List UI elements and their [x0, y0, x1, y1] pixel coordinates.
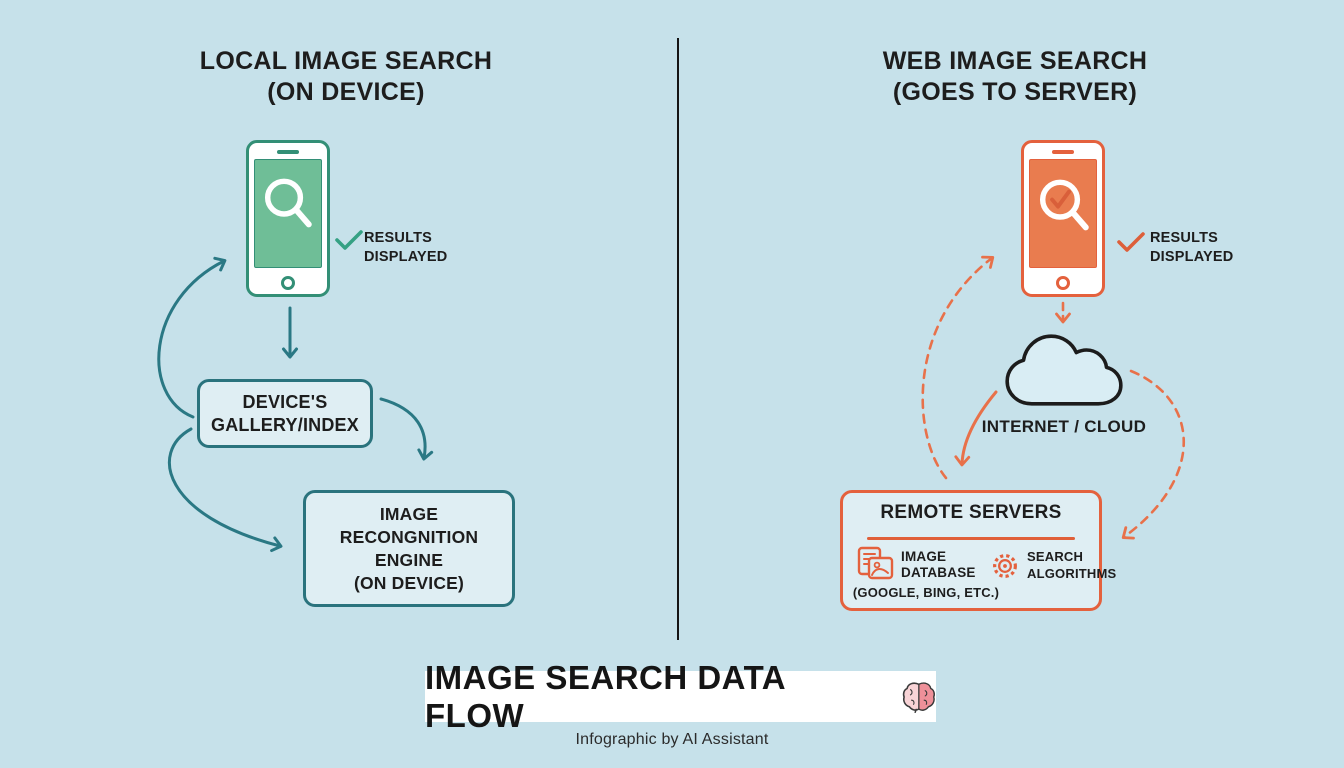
- left-title-line1: LOCAL IMAGE SEARCH: [199, 47, 493, 75]
- center-divider: [677, 38, 679, 640]
- right-results-label: RESULTS DISPLAYED: [1150, 229, 1233, 267]
- banner-title: IMAGE SEARCH DATA FLOW: [425, 658, 785, 734]
- local-phone-screen: [254, 159, 322, 268]
- left-title-line2: (ON DEVICE): [267, 78, 425, 106]
- checkmark-icon: [335, 230, 363, 250]
- recognition-engine-box: IMAGE RECONGNITION ENGINE (ON DEVICE): [303, 490, 515, 607]
- engine-box-line4: (ON DEVICE): [353, 572, 465, 593]
- search-icon: [264, 178, 312, 228]
- arrow-servers-to-phone-dashed: [921, 255, 995, 480]
- algorithms-line1: SEARCH: [1027, 549, 1084, 564]
- right-title-line2: (GOES TO SERVER): [892, 78, 1138, 106]
- database-line3: (GOOGLE, BING, ETC.): [852, 585, 1000, 600]
- gallery-box-line2: GALLERY/INDEX: [211, 414, 359, 435]
- phone-home-button: [281, 276, 295, 290]
- gallery-index-box: DEVICE'S GALLERY/INDEX: [197, 379, 373, 448]
- database-label: IMAGE DATABASE: [901, 549, 976, 582]
- engine-box-line1: IMAGE: [379, 503, 439, 524]
- web-phone: [1021, 140, 1105, 297]
- title-banner: IMAGE SEARCH DATA FLOW: [425, 659, 936, 734]
- gallery-box-line1: DEVICE'S: [242, 391, 328, 412]
- image-database-icon: [857, 546, 894, 580]
- arrow-cloud-to-servers-dashed: [1121, 369, 1186, 540]
- left-results-line1: RESULTS: [364, 230, 432, 246]
- left-results-label: RESULTS DISPLAYED: [364, 229, 447, 267]
- engine-box-line2: RECONGNITION: [339, 526, 479, 547]
- left-results-line2: DISPLAYED: [364, 249, 448, 265]
- servers-title: REMOTE SERVERS: [880, 502, 1062, 523]
- database-line1: IMAGE: [901, 548, 947, 564]
- algorithms-line2: ALGORITHMS: [1027, 565, 1117, 581]
- cloud-icon: [1005, 334, 1123, 406]
- database-line2: DATABASE: [901, 565, 976, 580]
- cloud-label: INTERNET / CLOUD: [981, 417, 1147, 436]
- right-panel-title: WEB IMAGE SEARCH (GOES TO SERVER): [799, 46, 1231, 108]
- search-algorithms-group: SEARCH ALGORITHMS: [989, 549, 1116, 582]
- algorithms-label: SEARCH ALGORITHMS: [1027, 549, 1116, 582]
- arrow-gallery-to-engine: [379, 397, 434, 461]
- phone-home-button: [1056, 276, 1070, 290]
- brain-icon: [903, 681, 936, 713]
- right-results-line1: RESULTS: [1150, 230, 1218, 246]
- remote-servers-box: REMOTE SERVERS IMAGE DATABASE (GOOGLE, B…: [840, 490, 1116, 611]
- checkmark-icon: [1117, 232, 1145, 252]
- right-title-line1: WEB IMAGE SEARCH: [882, 47, 1148, 75]
- image-database-group: IMAGE DATABASE: [855, 545, 976, 585]
- servers-divider: [867, 537, 1075, 540]
- phone-speaker-bar: [277, 150, 299, 154]
- local-phone: [246, 140, 330, 297]
- left-panel-title: LOCAL IMAGE SEARCH (ON DEVICE): [130, 46, 562, 108]
- web-phone-screen: [1029, 159, 1097, 268]
- phone-speaker-bar: [1052, 150, 1074, 154]
- right-results-line2: DISPLAYED: [1150, 249, 1234, 265]
- search-check-icon: [1039, 179, 1089, 231]
- engine-box-line3: ENGINE: [374, 549, 444, 570]
- gear-icon: [993, 553, 1017, 578]
- credit-line: Infographic by AI Assistant: [575, 731, 769, 748]
